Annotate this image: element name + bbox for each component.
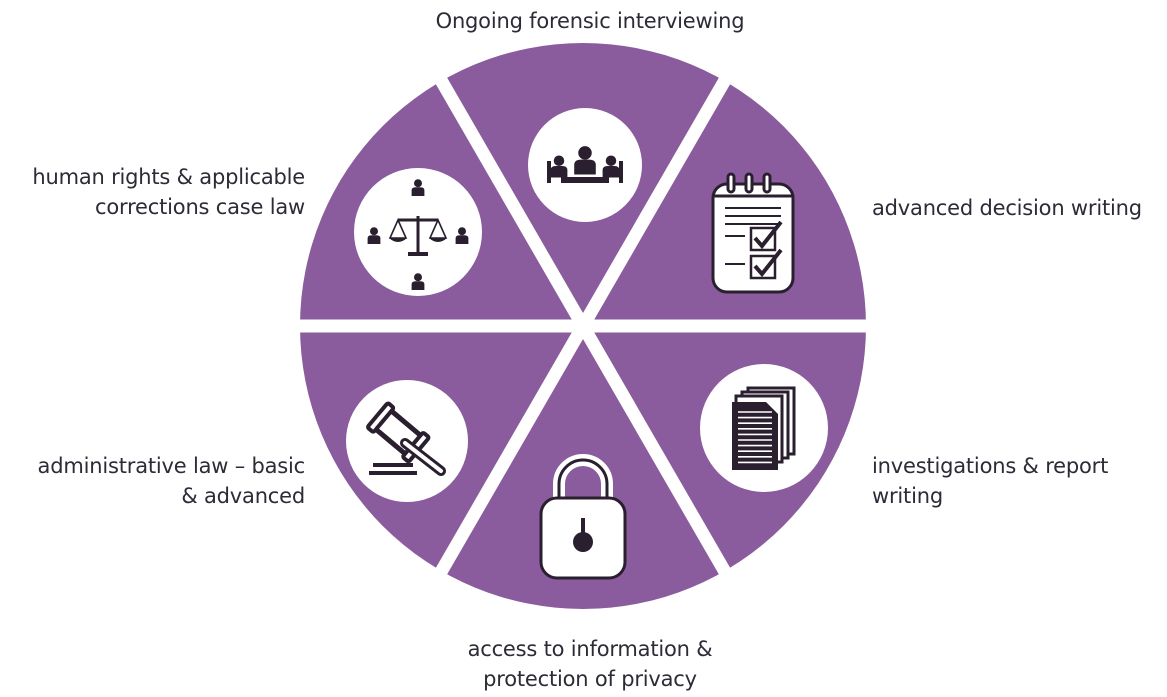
segment-label-upper-left: human rights & applicable corrections ca… (32, 162, 305, 222)
segment-label-upper-right: advanced decision writing (872, 193, 1142, 223)
label-line: writing (872, 484, 943, 508)
label-line: investigations & report (872, 454, 1109, 478)
segment-label-lower-right: investigations & report writing (872, 451, 1108, 511)
meeting-people-icon (528, 108, 642, 222)
segment-label-bottom: access to information & protection of pr… (0, 634, 1167, 694)
wedge-separator (433, 74, 733, 578)
segment-label-top: Ongoing forensic interviewing (0, 6, 1167, 36)
label-line: administrative law – basic (37, 454, 306, 478)
label-line: advanced decision writing (872, 196, 1142, 220)
label-line: access to information & (467, 637, 713, 661)
checklist-notepad-icon (711, 172, 795, 294)
label-line: protection of privacy (483, 667, 697, 691)
label-line: & advanced (181, 484, 305, 508)
wheel-icons (346, 108, 828, 580)
document-stack-icon (700, 364, 828, 492)
gavel-icon (346, 380, 468, 502)
segment-label-lower-left: administrative law – basic & advanced (37, 451, 306, 511)
label-line: Ongoing forensic interviewing (435, 9, 745, 33)
label-line: human rights & applicable (32, 165, 305, 189)
padlock-icon (539, 454, 627, 580)
scales-people-icon (354, 168, 482, 296)
label-line: corrections case law (95, 195, 305, 219)
